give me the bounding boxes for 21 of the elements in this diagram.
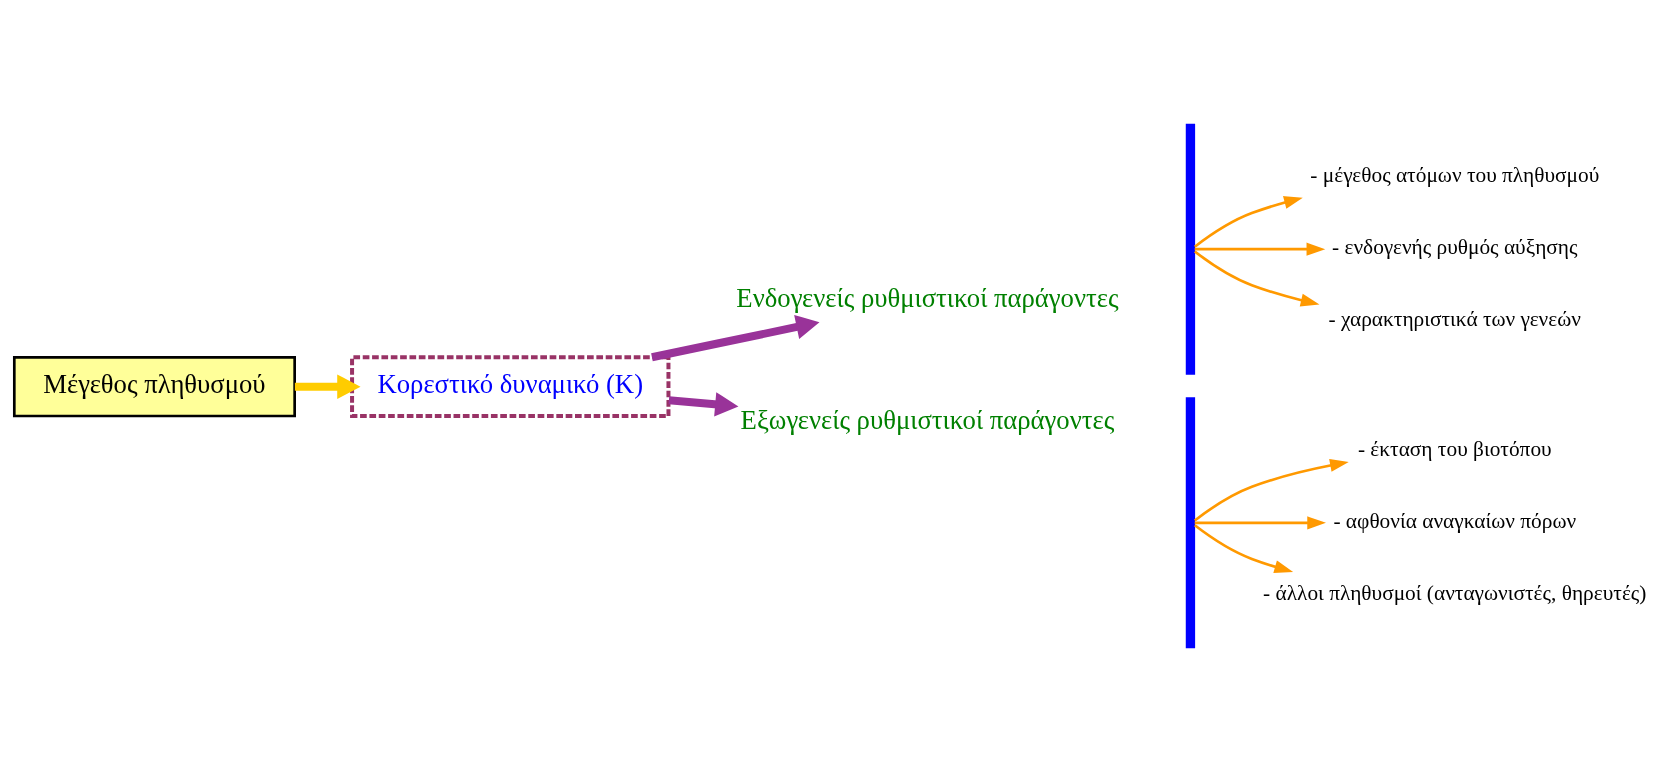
node-text: Ενδογενείς ρυθμιστικοί παράγοντες [736,282,1119,313]
arrow [1194,196,1303,248]
arrow [1194,524,1294,574]
node-text: - ενδογενής ρυθμός αύξησης [1332,235,1578,260]
node-text: - αφθονία αναγκαίων πόρων [1333,508,1577,533]
node-text: - έκταση του βιοτόπου [1357,436,1552,461]
arrow [1194,242,1326,256]
arrow [1194,250,1320,307]
arrow [668,392,739,417]
node-text: Εξωγενείς ρυθμιστικοί παράγοντες [740,405,1115,436]
arrow [651,315,820,362]
node-text: - χαρακτηριστικά των γενεών [1328,307,1581,332]
node-bar [1185,397,1196,649]
node-text: - μέγεθος ατόμων του πληθυσμού [1310,163,1600,188]
arrow [1194,458,1349,522]
node-text: - άλλοι πληθυσμοί (ανταγωνιστές, θηρευτές) [1263,581,1647,605]
arrow [294,374,361,399]
node-box: Μέγεθος πληθυσμού [12,355,296,418]
node-box: Κορεστικό δυναμικό (K) [350,355,671,419]
arrow [1194,516,1326,530]
node-bar [1185,123,1196,375]
